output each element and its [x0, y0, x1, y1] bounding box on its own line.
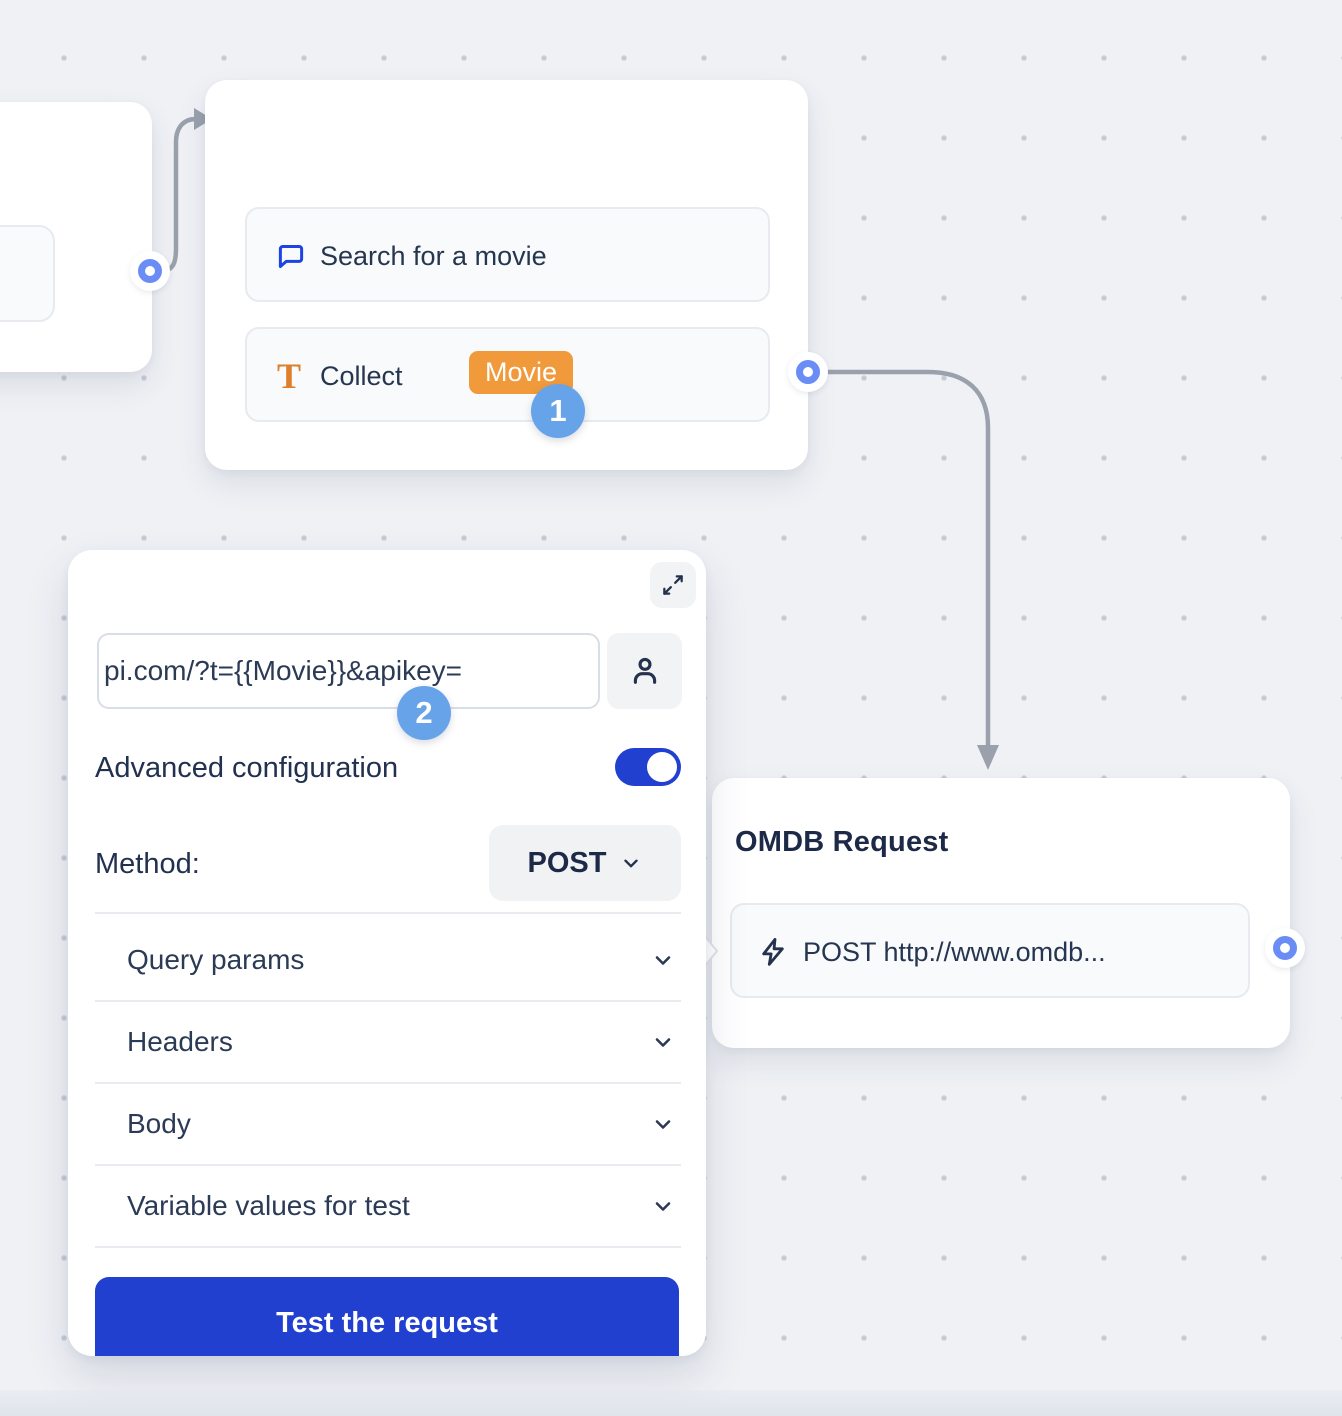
- chevron-down-icon: [651, 948, 675, 972]
- section-label: Variable values for test: [127, 1190, 410, 1221]
- question-block[interactable]: Search for a movie: [245, 207, 770, 302]
- partial-node-card[interactable]: [0, 102, 152, 372]
- output-port[interactable]: [130, 251, 170, 291]
- chat-bubble-icon: [276, 242, 306, 272]
- canvas-bottom-band: [0, 1390, 1342, 1416]
- webhook-block-label: POST http://www.omdb...: [803, 937, 1106, 967]
- output-port-movie-search[interactable]: [788, 352, 828, 392]
- variables-button[interactable]: [607, 633, 682, 709]
- test-request-button[interactable]: Test the request: [95, 1277, 679, 1356]
- webhook-block[interactable]: POST http://www.omdb...: [730, 903, 1250, 998]
- section-label: Query params: [127, 944, 305, 975]
- section-label: Headers: [127, 1026, 233, 1057]
- step-badge-2: 2: [397, 686, 451, 740]
- omdb-request-node[interactable]: OMDB Request POST http://www.omdb...: [702, 778, 1290, 1048]
- section-headers[interactable]: Headers: [95, 1002, 681, 1084]
- url-input-value: pi.com/?t={{Movie}}&apikey=: [104, 655, 463, 686]
- step-badge-1: 1: [531, 384, 585, 438]
- webhook-bolt-icon: [757, 936, 789, 968]
- webhook-config-panel: pi.com/?t={{Movie}}&apikey= Advanced con…: [68, 550, 706, 1356]
- section-label: Body: [127, 1108, 191, 1139]
- input-port-notch[interactable]: [702, 931, 722, 971]
- advanced-configuration-toggle[interactable]: [615, 748, 681, 786]
- output-port-omdb[interactable]: [1265, 928, 1305, 968]
- chevron-down-icon: [651, 1030, 675, 1054]
- chevron-down-icon: [620, 852, 642, 874]
- node-title: OMDB Request: [735, 826, 949, 858]
- method-label: Method:: [95, 848, 200, 880]
- collect-block[interactable]: T Collect Movie: [245, 327, 770, 422]
- person-icon: [627, 653, 663, 689]
- expand-icon: [660, 572, 686, 598]
- advanced-configuration-label: Advanced configuration: [95, 752, 399, 784]
- section-variable-values[interactable]: Variable values for test: [95, 1166, 681, 1248]
- url-input[interactable]: pi.com/?t={{Movie}}&apikey=: [97, 633, 600, 709]
- section-body[interactable]: Body: [95, 1084, 681, 1166]
- collect-block-label: Collect: [320, 361, 403, 391]
- method-value: POST: [527, 846, 607, 879]
- method-dropdown[interactable]: POST: [489, 825, 681, 901]
- question-block-label: Search for a movie: [320, 241, 547, 271]
- toggle-knob: [647, 752, 677, 782]
- divider: [95, 912, 681, 914]
- chevron-down-icon: [651, 1194, 675, 1218]
- expand-button[interactable]: [650, 562, 696, 608]
- chevron-down-icon: [651, 1112, 675, 1136]
- partial-node-item[interactable]: [0, 225, 55, 322]
- text-collect-icon: T: [277, 356, 302, 396]
- movie-search-node[interactable]: Movie search Search for a movie T Collec…: [205, 80, 808, 470]
- section-query-params[interactable]: Query params: [95, 920, 681, 1002]
